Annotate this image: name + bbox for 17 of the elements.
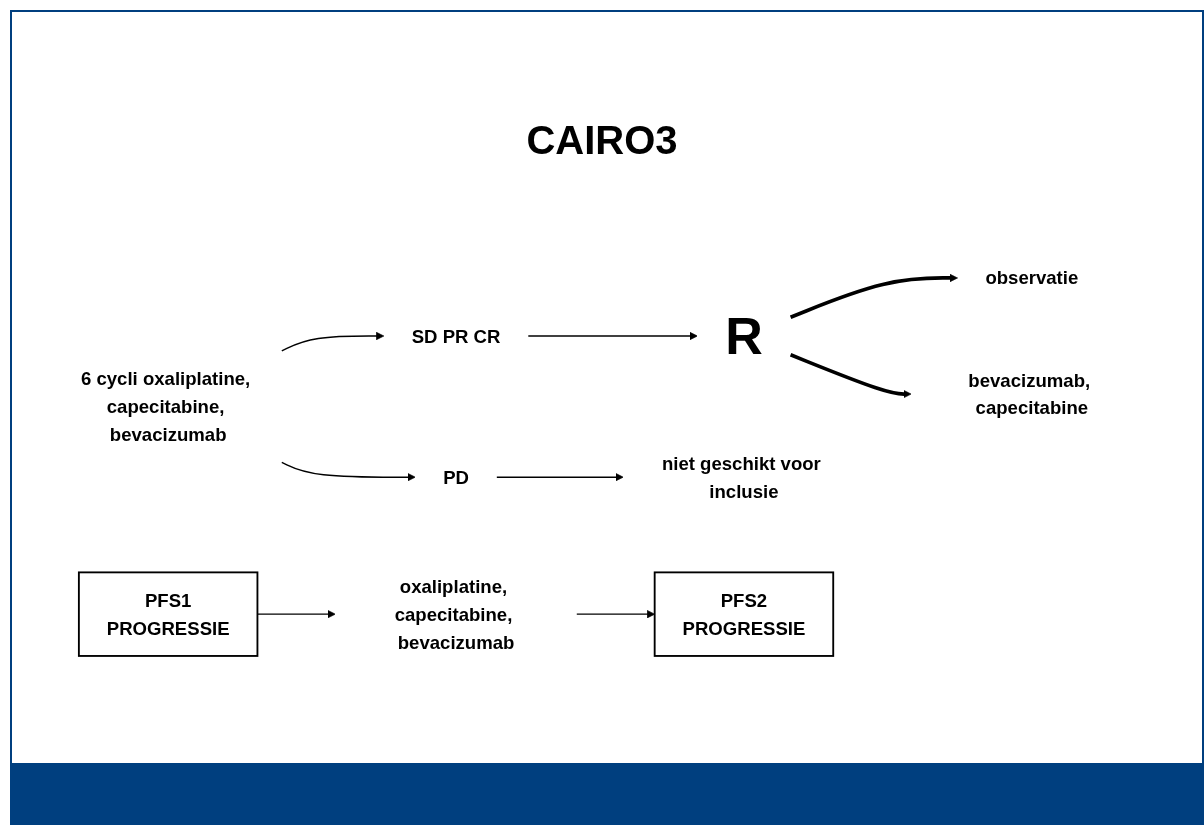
arrow	[527, 331, 698, 341]
arrow	[789, 273, 958, 319]
arrow	[789, 353, 912, 399]
node-text: bevacizumab, capecitabine	[968, 369, 1091, 419]
node-text: niet geschikt voor inclusie	[661, 453, 821, 502]
arrow	[281, 331, 385, 352]
arrow	[281, 461, 416, 482]
node-text: 6 cycli oxaliplatine, capecitabine, bevacizumab	[80, 368, 251, 445]
node-text: PD	[443, 466, 469, 488]
node-text: R	[725, 306, 763, 365]
node-text: SD PR CR	[411, 325, 501, 347]
node-text: oxaliplatine, capecitabine, bevacizumab	[394, 576, 515, 653]
node-box: PFS1 PROGRESSIE	[77, 571, 259, 657]
diagram-title: CAIRO3	[525, 118, 679, 163]
node-box: PFS2 PROGRESSIE	[653, 571, 835, 657]
arrow	[496, 473, 624, 482]
node-text: observatie	[985, 267, 1079, 289]
